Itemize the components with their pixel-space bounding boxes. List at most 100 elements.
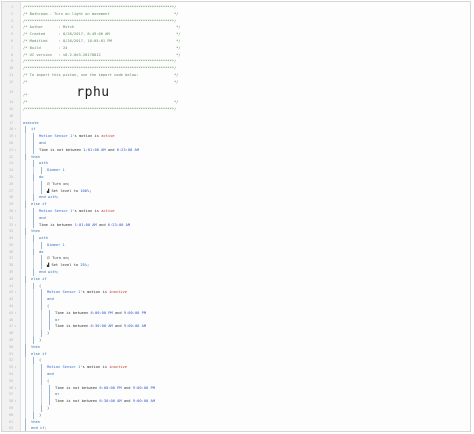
code-token: /* */ [23, 79, 179, 84]
condition-marker-icon[interactable]: ⁞ [15, 147, 16, 152]
condition-marker-icon[interactable]: ⁞ [15, 399, 16, 404]
value[interactable]: 25% [80, 263, 87, 268]
condition-marker-icon[interactable]: ⁞ [15, 324, 16, 329]
indent-guide [25, 398, 26, 406]
code-line: 41( [2, 282, 470, 290]
state-value[interactable]: inactive [109, 290, 127, 295]
code-token: ( [47, 378, 50, 383]
indent-guide [25, 187, 26, 195]
line-number: 1 [11, 5, 13, 9]
code-text: /* Build : 24 */ [23, 45, 181, 52]
code-text: ( [39, 283, 41, 290]
value[interactable]: 1:01:00 AM [74, 222, 97, 227]
line-number: 57 [9, 392, 13, 397]
value[interactable]: 1:01:00 AM [83, 147, 106, 152]
device-name[interactable]: Dimmer 1 [47, 168, 65, 173]
line-number: 42 [9, 290, 13, 295]
code-text: or [55, 391, 59, 398]
code-text: if [31, 126, 35, 133]
code-text: Time is not between 6:30:00 AM and 9:00:… [55, 398, 155, 405]
line-number: 39 [9, 270, 13, 275]
indent-guide [25, 405, 26, 412]
indent-guide [33, 241, 34, 249]
code-line: 4/* Author : Mitch */ [2, 24, 470, 31]
code-token: /***************************************… [23, 18, 177, 23]
condition-marker-icon[interactable]: ⁞ [15, 290, 16, 295]
condition-marker-icon[interactable]: ⁞ [15, 222, 16, 227]
code-text: /* Bathroom - Turn on light on movement … [23, 11, 178, 18]
indent-guide [25, 289, 26, 297]
code-text: /***************************************… [23, 106, 176, 113]
code-token: ⏻ [47, 181, 53, 186]
indent-guide [25, 350, 26, 358]
indent-guide [25, 371, 26, 378]
value[interactable]: 6:00:00 PM [90, 310, 113, 315]
code-token: 's motion is [80, 365, 110, 370]
code-text: Time is between 6:30:00 AM and 9:00:00 A… [55, 323, 146, 330]
value[interactable]: 6:30:00 AM [90, 324, 113, 329]
indent-guide [25, 207, 26, 215]
indent-guide [49, 391, 50, 399]
keyword: then [31, 344, 40, 349]
code-text: ⏻ Turn on; [47, 255, 70, 262]
code-line: 3/**************************************… [2, 18, 470, 25]
device-name[interactable]: Motion Sensor 1 [39, 208, 73, 213]
condition-marker-icon[interactable]: ⁞ [15, 127, 16, 132]
code-line: 10/*************************************… [2, 65, 470, 72]
code-line: 26⏻ Turn on; [2, 180, 470, 188]
condition-marker-icon[interactable]: ⁞ [15, 385, 16, 390]
indent-guide [41, 303, 42, 310]
condition-marker-icon[interactable]: ⁞ [15, 310, 16, 315]
keyword: execute [23, 120, 39, 125]
line-number: 18 [9, 127, 13, 132]
code-text: Time is not between 1:01:00 AM and 6:23:… [39, 147, 139, 154]
value[interactable]: 6:30:00 AM [99, 399, 122, 404]
value[interactable]: 6:23:00 AM [116, 147, 139, 152]
state-value[interactable]: active [101, 134, 115, 139]
condition-marker-icon[interactable]: ⁞ [15, 134, 16, 139]
indent-guide [49, 309, 50, 317]
line-number: 13 [9, 89, 13, 94]
keyword: and [39, 215, 46, 220]
code-token: ) [47, 331, 50, 336]
line-number: 2 [11, 11, 13, 16]
line-number: 44 [9, 304, 13, 309]
indent-guide [33, 133, 34, 140]
indent-guide [41, 391, 42, 399]
state-value[interactable]: active [101, 208, 115, 213]
code-line: 38▟ Set level to 25%; [2, 262, 470, 270]
device-name[interactable]: Dimmer 1 [47, 242, 65, 247]
code-line: 11/* To import this piston, use the impo… [2, 72, 470, 79]
value[interactable]: 100% [80, 188, 90, 193]
indent-guide [33, 282, 34, 290]
code-token: ; [87, 263, 90, 268]
condition-marker-icon[interactable]: ⁞ [15, 208, 16, 213]
code-text: end with; [39, 269, 59, 276]
device-name[interactable]: Motion Sensor 1 [47, 290, 81, 295]
code-text: else if [31, 201, 47, 208]
value[interactable]: 9:00:00 AM [123, 324, 147, 329]
code-token: ( [39, 283, 42, 288]
value[interactable]: 6:23:00 AM [107, 222, 131, 227]
value[interactable]: 9:00:00 AM [132, 399, 155, 404]
indent-guide [41, 180, 42, 188]
device-name[interactable]: Motion Sensor 1 [47, 365, 81, 370]
code-text: and [39, 140, 46, 147]
indent-guide [49, 323, 50, 331]
code-line: 58⁞Time is not between 6:30:00 AM and 9:… [2, 398, 470, 406]
code-line: 32⁞Time is between 1:01:00 AM and 6:23:0… [2, 221, 470, 229]
state-value[interactable]: inactive [109, 365, 127, 370]
value[interactable]: 6:00:00 PM [99, 385, 122, 390]
indent-guide [33, 309, 34, 317]
indent-guide [33, 303, 34, 310]
value[interactable]: 9:00:00 PM [132, 385, 155, 390]
condition-marker-icon[interactable]: ⁞ [15, 365, 16, 370]
device-name[interactable]: Motion Sensor 1 [39, 134, 73, 139]
value[interactable]: 9:00:00 PM [123, 310, 147, 315]
code-text: end if; [31, 425, 47, 431]
indent-guide [25, 235, 26, 242]
indent-guide [25, 153, 26, 161]
indent-guide [41, 255, 42, 263]
